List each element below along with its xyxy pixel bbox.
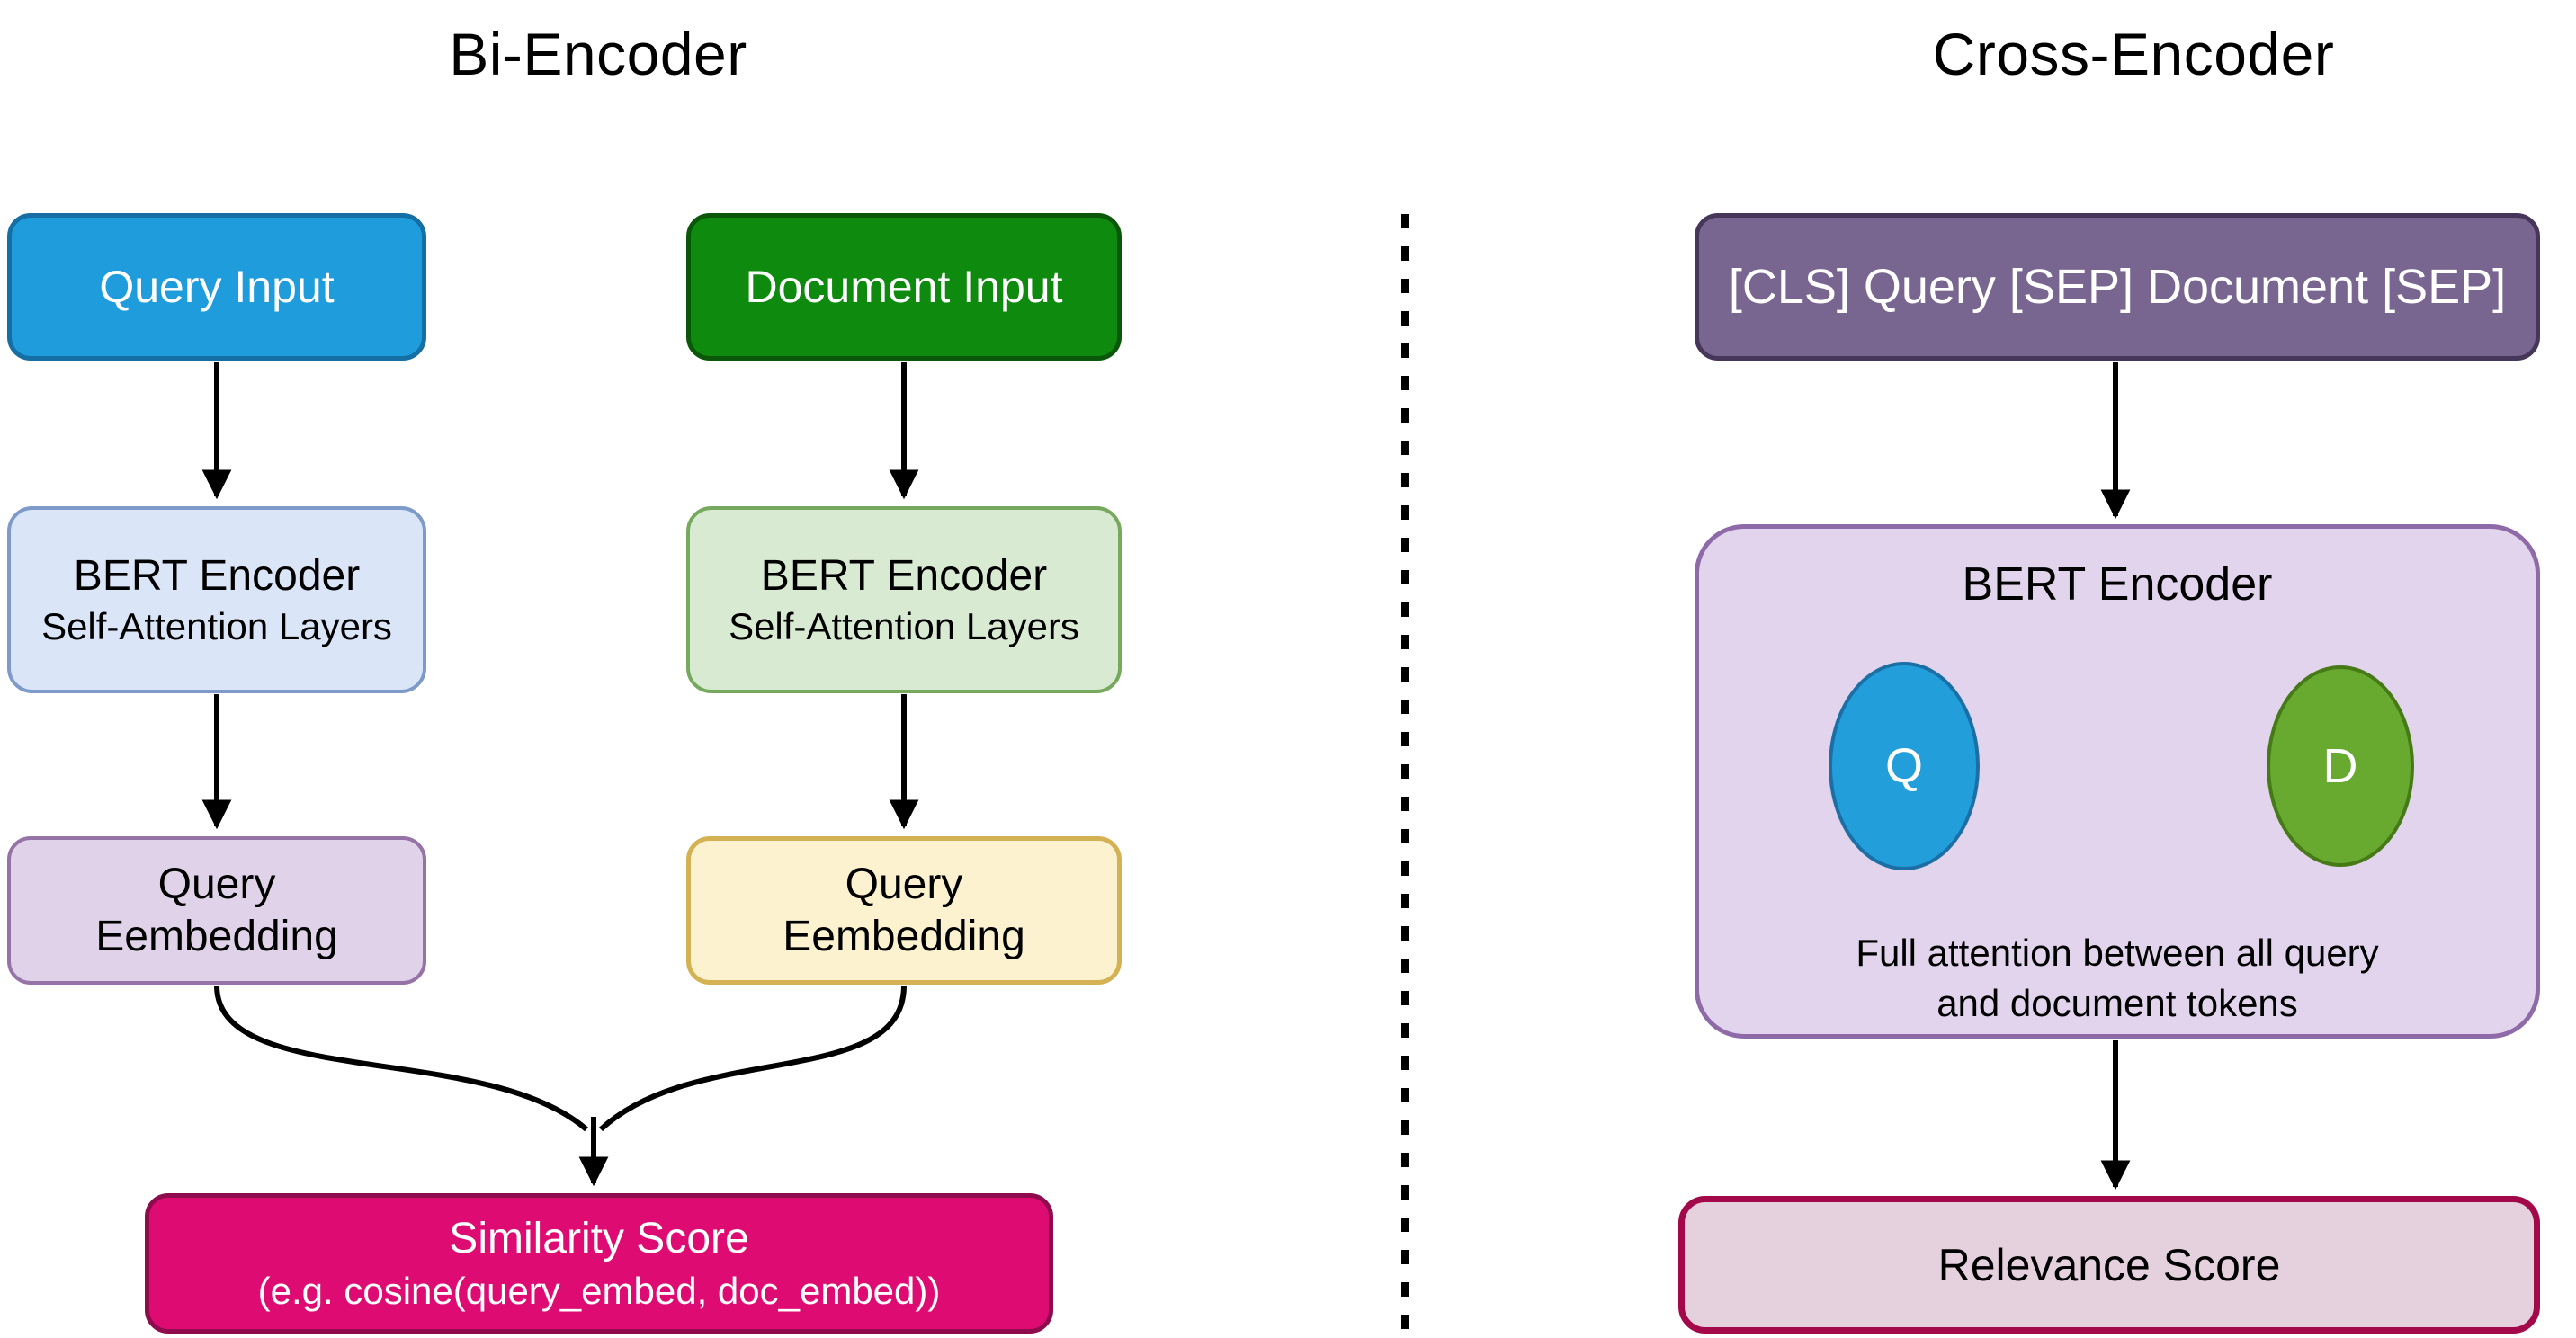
similarity-score-box: Similarity Score (e.g. cosine(query_embe… — [145, 1193, 1053, 1334]
query-embedding-box: Query Eembedding — [7, 836, 426, 985]
similarity-score-formula: (e.g. cosine(query_embed, doc_embed)) — [257, 1270, 941, 1312]
document-input-label: Document Input — [745, 262, 1063, 312]
document-input-box: Document Input — [686, 213, 1122, 361]
relevance-score-label: Relevance Score — [1937, 1239, 2281, 1290]
query-bert-encoder-box: BERT Encoder Self-Attention Layers — [7, 506, 426, 693]
document-bert-title: BERT Encoder — [760, 552, 1048, 600]
similarity-score-label: Similarity Score — [449, 1215, 749, 1262]
document-token-label: D — [2322, 739, 2358, 793]
query-bert-title: BERT Encoder — [73, 552, 361, 600]
cls-sep-input-box: [CLS] Query [SEP] Document [SEP] — [1695, 213, 2540, 361]
query-token-circle: Q — [1829, 662, 1980, 870]
curve-query-embedding-to-similarity — [214, 985, 588, 1132]
bi-encoder-title: Bi-Encoder — [449, 21, 747, 87]
query-token-label: Q — [1884, 739, 1923, 793]
full-attention-line2: and document tokens — [1936, 982, 2298, 1024]
document-token-circle: D — [2267, 665, 2414, 867]
full-attention-caption: Full attention between all query and doc… — [1695, 928, 2540, 1029]
cls-sep-input-label: [CLS] Query [SEP] Document [SEP] — [1728, 260, 2507, 314]
cross-encoder-title: Cross-Encoder — [1932, 21, 2335, 87]
curve-document-embedding-to-similarity — [598, 985, 907, 1132]
document-embedding-line2: Eembedding — [783, 912, 1025, 960]
full-attention-line1: Full attention between all query — [1856, 932, 2379, 974]
relevance-score-box: Relevance Score — [1678, 1196, 2540, 1334]
query-input-box: Query Input — [7, 213, 426, 361]
document-embedding-box: Query Eembedding — [686, 836, 1122, 985]
query-embedding-line1: Query — [157, 860, 276, 908]
document-embedding-line1: Query — [845, 860, 963, 908]
query-embedding-line2: Eembedding — [95, 912, 338, 960]
document-bert-subtitle: Self-Attention Layers — [729, 605, 1079, 647]
document-bert-encoder-box: BERT Encoder Self-Attention Layers — [686, 506, 1122, 693]
cross-bert-title: BERT Encoder — [1962, 558, 2273, 611]
query-input-label: Query Input — [99, 262, 335, 312]
query-bert-subtitle: Self-Attention Layers — [41, 605, 392, 647]
